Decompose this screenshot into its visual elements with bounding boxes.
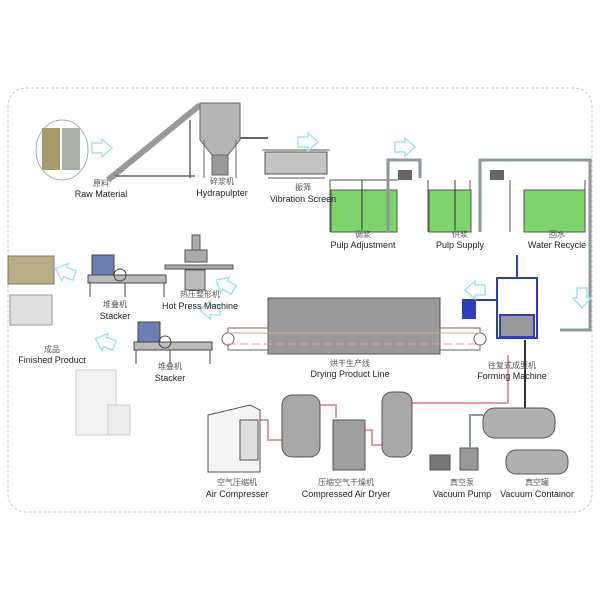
raw-material-label: Raw Material [75, 189, 128, 199]
flow-arrow-icon [91, 138, 113, 158]
pulp-supply-label-cn: 供浆 [452, 229, 468, 239]
air-tank [281, 394, 321, 458]
air-dryer-label-cn: 压缩空气干燥机 [318, 477, 374, 487]
forming-machine-label: Forming Machine [477, 371, 547, 381]
pulp-adjustment-label-cn: 调浆 [355, 229, 371, 239]
vacuum-pump-label: Vacuum Pump [433, 489, 491, 499]
stacker-bottom-label-cn: 堆叠机 [158, 361, 182, 371]
stacker-bottom-label: Stacker [155, 373, 186, 383]
forming-machine-label-cn: 往复式成型机 [488, 360, 536, 370]
vibration-screen-label-cn: 振筛 [295, 182, 311, 192]
air-dryer-machine [332, 419, 366, 471]
hot-press-label-cn: 热压整形机 [180, 289, 220, 299]
flow-arrow-icon [297, 132, 319, 152]
air-compressor-label: Air Compresser [206, 489, 269, 499]
hot-press-machine [164, 234, 234, 291]
flow-arrow-icon [572, 287, 592, 309]
air-dryer-label: Compressed Air Dryer [302, 489, 391, 499]
stacker-top-label: Stacker [100, 311, 131, 321]
raw-material-label-cn: 原料 [93, 178, 109, 188]
water-recycle-tank [523, 189, 586, 233]
air-system [207, 355, 509, 473]
drying-line-machine [221, 297, 487, 355]
vacuum-container-large [482, 407, 556, 439]
stacker-top-label-cn: 堆叠机 [103, 299, 127, 309]
hydrapulpter-machine [106, 102, 268, 183]
air-compressor-label-cn: 空气压缩机 [217, 477, 257, 487]
pulp-supply-label: Pulp Supply [436, 240, 485, 250]
pulp-adjustment-tank [330, 189, 398, 233]
drying-line-label: Drying Product Line [310, 369, 389, 379]
water-recycle-label-cn: 回水 [549, 229, 565, 239]
hydrapulpter-label: Hydrapulpter [196, 188, 248, 198]
air-tank [381, 391, 413, 458]
vibration-screen-label: Vibration Screen [270, 194, 336, 204]
vacuum-pump-motor [429, 454, 451, 471]
flow-arrow-icon [91, 329, 119, 355]
pulp-adjustment-label: Pulp Adjustment [330, 240, 396, 250]
raw-material-image [35, 119, 89, 181]
finished-product-label-cn: 成品 [44, 344, 60, 354]
water-recycle-label: Water Recycle [528, 240, 586, 250]
stacker-top-machine [87, 254, 167, 297]
pulp-tanks [329, 158, 592, 332]
hot-press-label: Hot Press Machine [162, 301, 238, 311]
vibration-screen-machine [262, 149, 330, 179]
vacuum-container-small [505, 449, 569, 475]
process-border [7, 87, 593, 513]
pulp-supply-tank [428, 189, 472, 233]
flow-arrow-icon [51, 259, 79, 285]
finished-product-image [7, 255, 131, 436]
stacker-bottom-machine [133, 321, 213, 364]
finished-product-label: Finished Product [18, 355, 86, 365]
flow-arrow-icon [464, 280, 486, 300]
drying-line-label-cn: 烘干生产线 [330, 358, 370, 368]
flow-arrow-icon [394, 137, 416, 157]
vacuum-container-label: Vacuum Containor [500, 489, 574, 499]
vacuum-container-label-cn: 真空罐 [525, 477, 549, 487]
vacuum-system [429, 407, 569, 475]
vacuum-pump-label-cn: 真空泵 [450, 477, 474, 487]
hydrapulpter-label-cn: 碎浆机 [210, 176, 234, 186]
